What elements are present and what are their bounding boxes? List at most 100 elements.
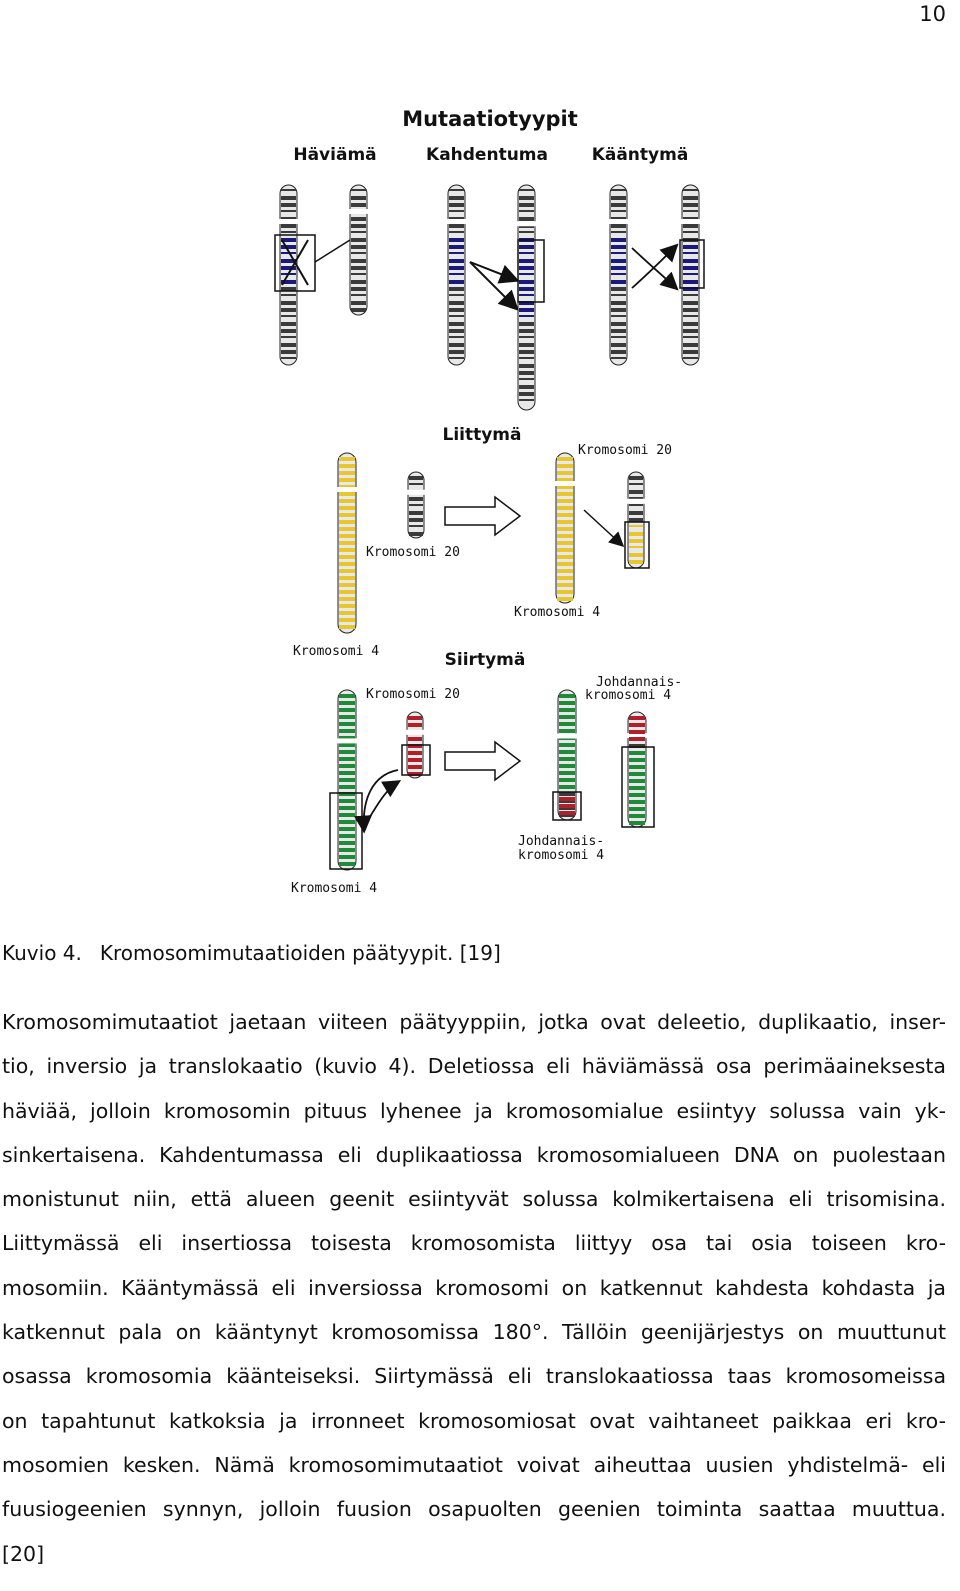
chromosome-band <box>683 259 698 263</box>
chromosome-band <box>339 750 355 754</box>
chromosome-band <box>339 548 355 552</box>
chromosome-band <box>449 336 464 338</box>
chromosome-band <box>629 821 645 825</box>
chromosome-band <box>339 520 355 524</box>
chromosome-band <box>559 757 575 761</box>
figure-caption: Kuvio 4.Kromosomimutaatioiden päätyypit.… <box>2 938 952 968</box>
chromosome-band <box>557 576 573 580</box>
chromosome-band <box>683 273 698 275</box>
chromosome-band <box>351 252 366 254</box>
duplication-chromosome-original <box>447 184 466 366</box>
chromosome-band <box>339 736 355 740</box>
heading-inversion: Kääntymä <box>592 145 689 165</box>
chromosome-band <box>519 294 534 296</box>
translocation-box-chr20 <box>401 744 431 776</box>
chromosome-band <box>519 266 534 270</box>
chromosome-band <box>281 357 296 359</box>
chromosome-band <box>629 807 645 811</box>
chromosome-band <box>629 779 645 783</box>
paragraph-line: [20] <box>2 1541 45 1566</box>
deletion-chromosome-deleted <box>349 184 368 316</box>
chromosome-band <box>339 820 355 824</box>
chromosome-band <box>557 492 573 496</box>
chromosome-band <box>281 350 296 354</box>
paragraph-line: on tapahtunut katkoksia ja irronneet kro… <box>2 1408 946 1433</box>
chromosome-band <box>449 357 464 359</box>
chromosome-band <box>519 336 534 338</box>
chromosome-band <box>611 252 626 254</box>
inversion-segment-box <box>679 239 705 289</box>
caption-text: Kromosomimutaatioiden päätyypit. [19] <box>99 941 501 965</box>
chromosome-band <box>611 189 626 191</box>
label-insertion-chr20-left: Kromosomi 20 <box>366 545 460 560</box>
chromosome-band <box>629 793 645 797</box>
insertion-segment-box <box>624 521 650 569</box>
chromosome-band <box>611 238 626 242</box>
chromosome-band <box>351 189 366 191</box>
chromosome-band <box>611 294 626 296</box>
chromosome-band <box>683 210 698 212</box>
paragraph-line: katkennut pala on kääntynyt kromosomissa… <box>2 1320 946 1345</box>
chromosome-band <box>629 765 645 769</box>
chromosome-band <box>683 245 698 249</box>
chromosome-band <box>449 273 464 275</box>
chromosome-band <box>557 471 573 475</box>
chromosome-band <box>281 266 296 270</box>
chromosome-band <box>519 259 534 263</box>
chromosome-band <box>557 548 573 552</box>
chromosome-band <box>611 259 626 263</box>
chromosome-band <box>339 708 355 712</box>
chromosome-band <box>449 301 464 305</box>
chromosome-band <box>557 569 573 573</box>
chromosome-band <box>449 245 464 249</box>
chromosome-band <box>683 196 698 200</box>
chromosome-band <box>351 259 366 263</box>
translocated-band <box>629 723 645 727</box>
insertion-chromosome-4-original <box>337 452 357 634</box>
chromosome-band <box>281 301 296 305</box>
chromosome-band <box>629 560 643 564</box>
chromosome-band <box>683 329 698 333</box>
chromosome-band <box>409 497 423 501</box>
label-translocation-chr20: Kromosomi 20 <box>366 687 460 702</box>
centromere <box>627 733 647 738</box>
translocated-band <box>629 730 645 734</box>
paragraph-line: sinkertaisena. Kahdentumassa eli duplika… <box>2 1142 946 1167</box>
chromosome-band <box>519 280 534 284</box>
chromosome-band <box>281 336 296 338</box>
chromosome-band <box>339 590 355 594</box>
label-translocation-chr4: Kromosomi 4 <box>291 881 377 896</box>
chromosome-band <box>408 744 422 748</box>
chromosome-band <box>409 532 423 536</box>
translocated-band <box>559 804 575 808</box>
chromosome-band <box>559 701 575 705</box>
translocation-box-deriv-left <box>552 791 582 821</box>
chromosome-band <box>449 266 464 270</box>
chromosome-band <box>449 231 464 233</box>
chromosome-band <box>519 350 534 354</box>
chromosome-band <box>339 534 355 538</box>
chromosome-band <box>351 196 366 200</box>
chromosome-band <box>449 224 464 228</box>
translocated-band <box>629 716 645 720</box>
heading-translocation: Siirtymä <box>445 650 526 670</box>
chromosome-band <box>339 764 355 768</box>
chromosome-band <box>339 513 355 517</box>
chromosome-band <box>409 511 423 515</box>
translocation-derivative-chromosome-right <box>627 711 647 828</box>
chromosome-band <box>339 799 355 803</box>
chromosome-band <box>339 625 355 629</box>
chromosome-band <box>339 806 355 810</box>
chromosome-band <box>559 715 575 719</box>
chromosome-band <box>408 716 422 720</box>
chromosome-band <box>449 203 464 207</box>
chromosome-band <box>351 294 366 296</box>
chromosome-band <box>629 518 643 522</box>
chromosome-band <box>557 527 573 531</box>
chromosome-band <box>519 189 534 191</box>
chromosome-band <box>629 525 643 527</box>
chromosome-band <box>449 294 464 296</box>
chromosome-band <box>629 476 643 480</box>
chromosome-band <box>683 322 698 326</box>
duplication-arrow <box>469 261 520 284</box>
